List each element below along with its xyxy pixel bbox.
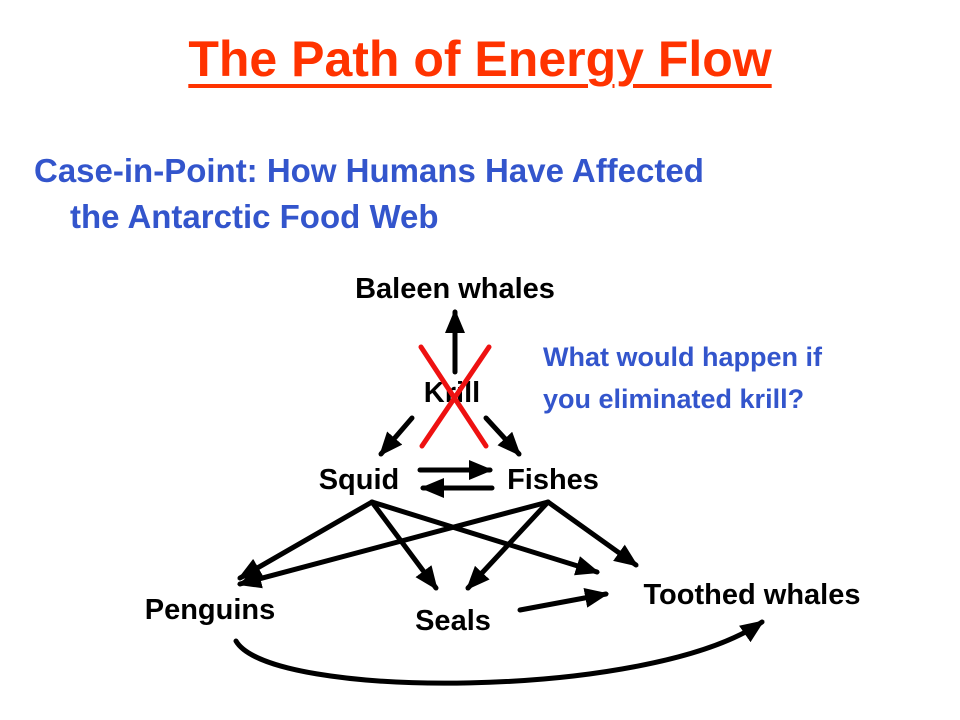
node-fishes: Fishes (507, 464, 599, 496)
cross-stroke-2 (419, 344, 492, 449)
subtitle-line-1: Case-in-Point: How Humans Have Affected (34, 152, 704, 189)
cross-out-mark (418, 344, 492, 449)
node-toothed-whales: Toothed whales (644, 579, 861, 611)
question-text: What would happen if you eliminated kril… (543, 336, 953, 420)
node-penguins: Penguins (145, 594, 276, 626)
arrow-krill-to-fishes (483, 415, 522, 457)
node-seals: Seals (415, 605, 491, 637)
subtitle-line-2: the Antarctic Food Web (70, 198, 439, 235)
arrow-fishes-to-seals (465, 499, 551, 591)
arrow-squid-to-toothed-whales (369, 499, 600, 576)
question-line-1: What would happen if (543, 342, 822, 372)
arrow-seals-to-toothed-whales (517, 588, 609, 613)
arrow-krill-to-squid (378, 415, 415, 457)
arrow-fishes-to-penguins (237, 499, 551, 589)
arrow-squid-to-seals (369, 499, 439, 591)
question-line-2: you eliminated krill? (543, 384, 805, 414)
arrow-squid-to-penguins (237, 499, 375, 581)
arrow-fishes-to-toothed-whales (545, 499, 639, 568)
page-title: The Path of Energy Flow (188, 31, 772, 87)
node-squid: Squid (319, 464, 400, 496)
subtitle: Case-in-Point: How Humans Have Affected … (34, 148, 934, 240)
arrow-penguins-to-toothed-whales (233, 619, 765, 686)
node-baleen-whales: Baleen whales (355, 273, 555, 305)
